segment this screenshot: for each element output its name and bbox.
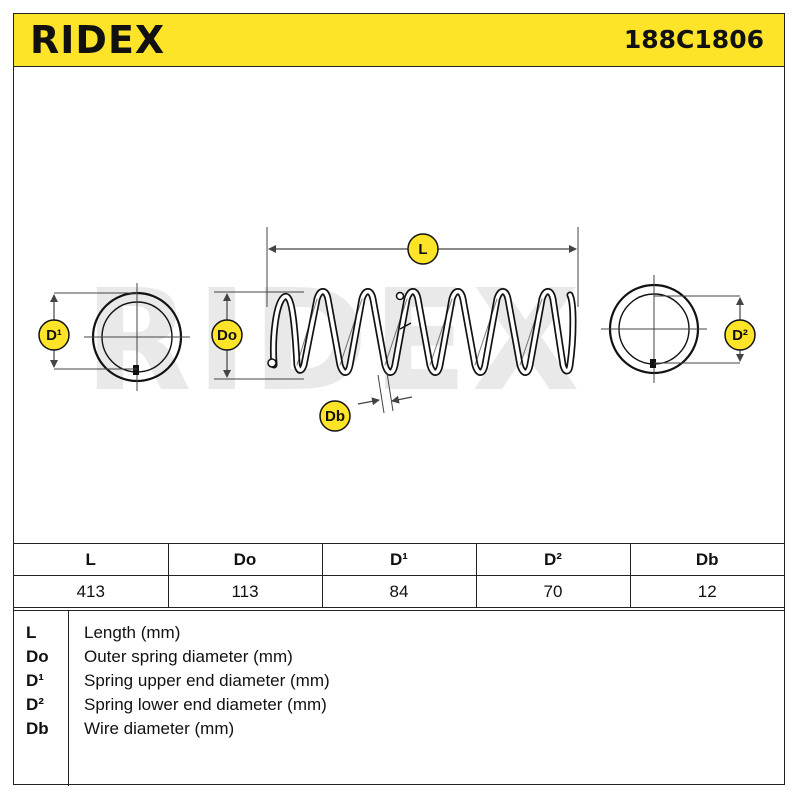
spec-header-row: L Do D¹ D² Db [14,543,784,576]
spec-table: L Do D¹ D² Db 413 113 84 70 12 [14,543,784,608]
part-number: 188C1806 [623,25,764,54]
legend-description: Spring upper end diameter (mm) [84,671,330,690]
legend-key: Do [26,647,49,666]
spec-header-cell: Db [629,543,784,576]
legend-item: D² Spring lower end diameter (mm) [14,693,784,717]
legend-item: D¹ Spring upper end diameter (mm) [14,669,784,693]
spec-header-cell: D¹ [321,543,477,576]
spec-value-row: 413 113 84 70 12 [14,575,784,608]
legend-description: Outer spring diameter (mm) [84,647,293,666]
badge-do: Do [211,319,243,351]
spec-value-cell: 12 [629,575,784,608]
legend-divider [68,611,69,786]
lower-end-view [601,275,744,383]
svg-text:D¹: D¹ [46,327,62,344]
spec-value-cell: 70 [475,575,631,608]
legend-key: D¹ [26,671,44,690]
svg-text:Db: Db [325,408,345,425]
spec-value-cell: 413 [14,575,169,608]
legend-description: Length (mm) [84,623,181,642]
spec-header-cell: L [14,543,169,576]
legend-key: D² [26,695,44,714]
legend: L Length (mm) Do Outer spring diameter (… [14,610,784,786]
svg-text:L: L [418,241,427,258]
legend-key: L [26,623,37,642]
legend-item: Do Outer spring diameter (mm) [14,645,784,669]
spec-value-cell: 113 [167,575,323,608]
watermark: RIDEX [84,260,584,423]
legend-item: L Length (mm) [14,621,784,645]
spec-sheet: RIDEX 188C1806 RIDEX D¹ [13,13,785,786]
legend-item: Db Wire diameter (mm) [14,717,784,741]
legend-description: Spring lower end diameter (mm) [84,695,327,714]
spec-value-cell: 84 [321,575,477,608]
svg-text:D²: D² [732,327,748,344]
header-bar: RIDEX 188C1806 [14,14,784,67]
spec-header-cell: Do [167,543,323,576]
spring-diagram: RIDEX D¹ D² [38,227,756,432]
spec-header-cell: D² [475,543,631,576]
badge-d1: D¹ [38,319,70,351]
badge-d2: D² [724,319,756,351]
brand-name: RIDEX [30,20,165,58]
legend-key: Db [26,719,49,738]
legend-description: Wire diameter (mm) [84,719,235,738]
badge-l: L [407,233,439,265]
badge-db: Db [319,400,351,432]
upper-end-view [50,283,190,391]
svg-text:Do: Do [217,327,237,344]
brand-logo: RIDEX [30,20,165,58]
